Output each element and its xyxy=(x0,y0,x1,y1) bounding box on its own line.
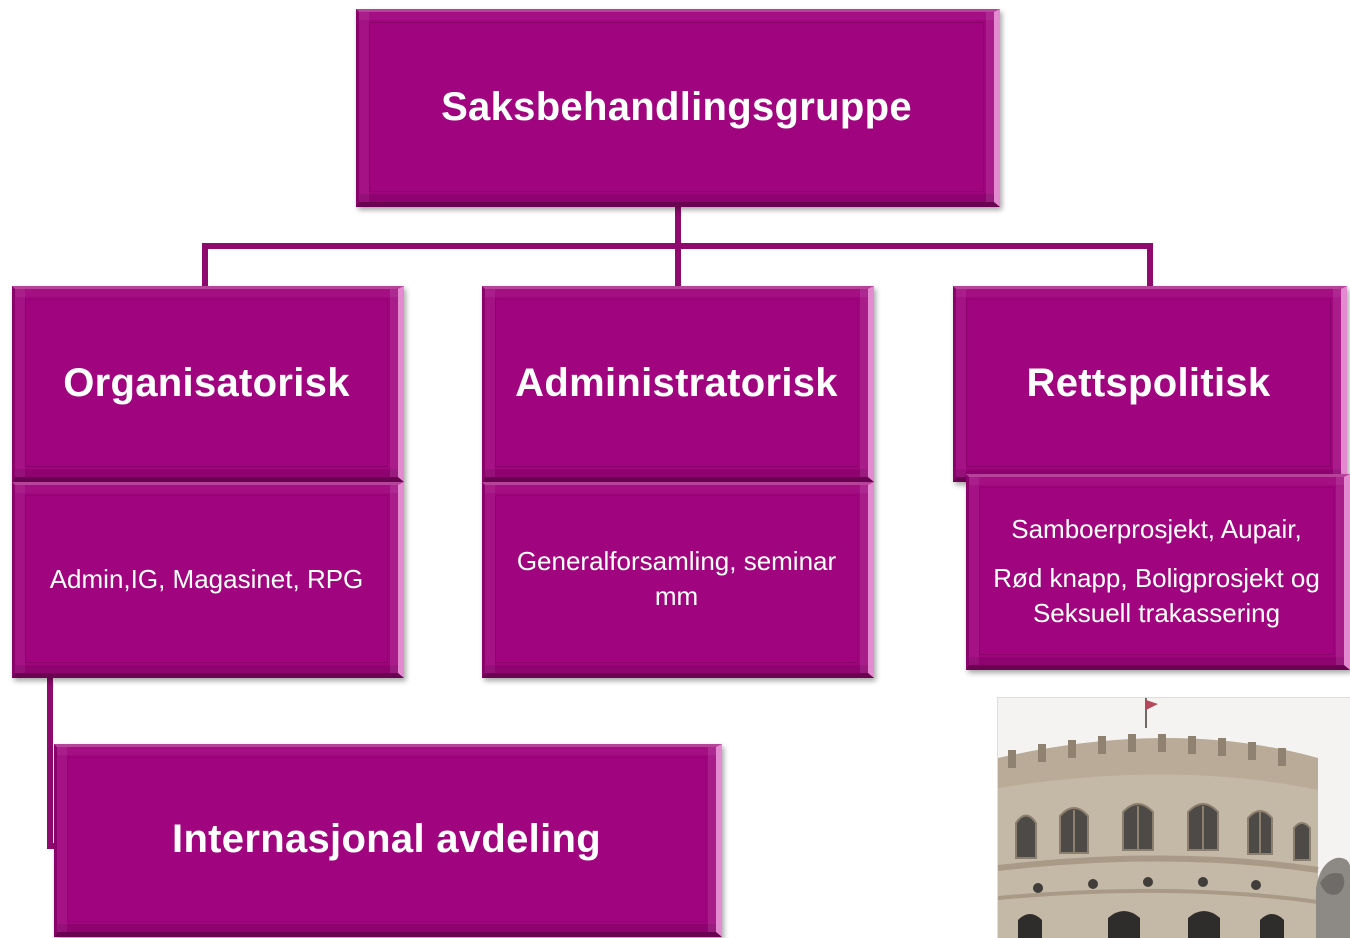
root-node-label: Saksbehandlingsgruppe xyxy=(441,84,912,129)
node-rettspolitisk-label: Rettspolitisk xyxy=(1026,360,1271,405)
root-node: Saksbehandlingsgruppe xyxy=(356,9,1000,207)
node-organisatorisk-label: Organisatorisk xyxy=(63,360,350,405)
node-internasjonal-avdeling: Internasjonal avdeling xyxy=(54,744,722,937)
detail-administratorisk-text: Generalforsamling, seminar mm xyxy=(516,546,837,611)
detail-administratorisk: Generalforsamling, seminar mm xyxy=(482,482,874,678)
node-internasjonal-avdeling-label: Internasjonal avdeling xyxy=(172,817,601,861)
detail-rettspolitisk-line-2: Rød knapp, Boligprosjekt og Seksuell tra… xyxy=(993,562,1320,628)
detail-organisatorisk-text: Admin,IG, Magasinet, RPG xyxy=(49,563,364,594)
node-administratorisk-label: Administratorisk xyxy=(515,360,838,405)
detail-rettspolitisk-line-1: Samboerprosjekt, Aupair, xyxy=(1011,513,1302,544)
detail-rettspolitisk: Samboerprosjekt, Aupair, Rød knapp, Boli… xyxy=(966,474,1350,670)
detail-organisatorisk: Admin,IG, Magasinet, RPG xyxy=(12,482,404,678)
node-organisatorisk: Organisatorisk xyxy=(12,286,404,482)
stortinget-photo xyxy=(997,697,1350,938)
node-rettspolitisk: Rettspolitisk xyxy=(953,286,1347,482)
node-administratorisk: Administratorisk xyxy=(482,286,874,482)
